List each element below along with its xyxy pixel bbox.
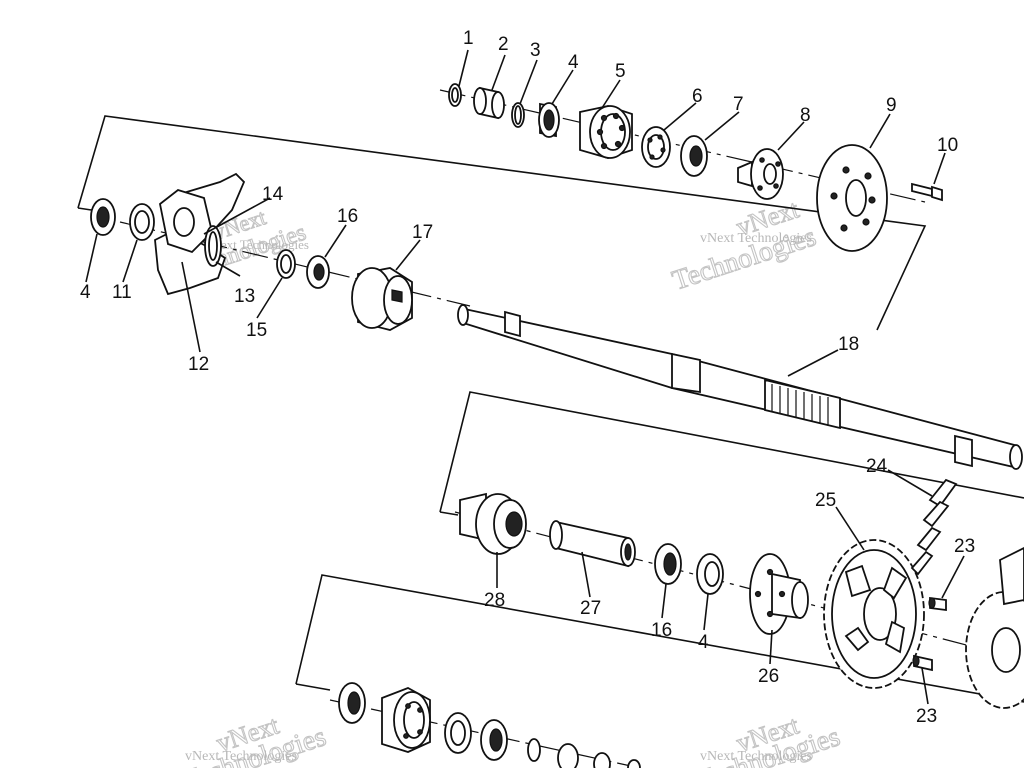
callout-25: 25: [815, 490, 836, 511]
leader-lines: [85, 49, 965, 705]
spacer-tube-27: [549, 520, 636, 568]
bearing-16-middle: [654, 543, 682, 585]
drive-chain-24: [910, 478, 958, 576]
callout-15: 15: [246, 320, 267, 341]
callout-23-lower: 23: [916, 706, 937, 727]
spacer-lower: [557, 743, 641, 768]
callout-4-left: 4: [80, 282, 91, 303]
svg-text:vNext Technologies: vNext Technologies: [700, 231, 812, 246]
bearing-carrier-28: [459, 492, 527, 555]
callout-18: 18: [838, 334, 859, 355]
spacer-2: [473, 86, 505, 120]
callout-24: 24: [866, 456, 888, 477]
svg-text:vNext Technologies: vNext Technologies: [700, 749, 812, 764]
callout-13: 13: [234, 286, 255, 307]
callout-8: 8: [800, 105, 811, 126]
callout-28: 28: [484, 590, 505, 611]
callout-12: 12: [188, 354, 209, 375]
bearing-6: [641, 126, 671, 168]
caliper-14: [159, 189, 213, 254]
bolt-10: [911, 182, 943, 202]
axle-shaft-18: [457, 304, 1023, 470]
bearing-11: [129, 203, 155, 241]
callout-23-upper: 23: [954, 536, 975, 557]
svg-text:vNext Technologies: vNext Technologies: [205, 237, 309, 252]
callout-7: 7: [733, 94, 744, 115]
callout-4-middle: 4: [698, 632, 709, 653]
bearing-carrier-lower: [381, 687, 431, 753]
watermark-bottom-right: vNext Technologies vNext Technologies: [692, 710, 844, 768]
bearing-16-upper: [306, 255, 330, 289]
callout-1: 1: [463, 28, 474, 49]
callout-10: 10: [937, 135, 958, 156]
callout-5: 5: [615, 61, 626, 82]
svg-text:vNext Technologies: vNext Technologies: [185, 749, 297, 764]
rear-sprocket-partial: [965, 546, 1024, 709]
watermark-bottom-left: vNext Technologies vNext Technologies: [178, 710, 330, 768]
callout-labels: 1 2 3 4 5 6 7 8 9 10 4 11 12 13 14 15 16…: [80, 28, 975, 727]
snap-ring-1: [448, 83, 462, 107]
spacer-23-lower: [912, 654, 933, 672]
ring-15: [276, 249, 296, 279]
callout-16-middle: 16: [651, 620, 672, 641]
middle-assembly-frame: [439, 391, 1024, 516]
callout-26: 26: [758, 666, 779, 687]
callout-27: 27: [580, 598, 601, 619]
clip-13: [204, 225, 222, 267]
spacer-23-upper: [928, 596, 947, 612]
seal-4-upper: [538, 102, 560, 138]
callout-4: 4: [568, 52, 579, 73]
lower-assembly-frame: [295, 574, 1024, 703]
seal-4-middle: [696, 553, 724, 595]
callout-14: 14: [262, 184, 284, 205]
bearing-lower: [444, 712, 472, 754]
callout-3: 3: [530, 40, 541, 61]
callout-11: 11: [112, 282, 132, 303]
hub-8: [737, 148, 784, 200]
callout-2: 2: [498, 34, 509, 55]
bearing-carrier-17: [351, 267, 413, 331]
seal-lower-2: [480, 719, 508, 761]
sprocket-25: [823, 539, 925, 689]
sprocket-hub-26: [749, 553, 809, 635]
o-ring-3: [511, 102, 525, 128]
o-ring-lower: [527, 738, 541, 762]
seal-7: [680, 135, 708, 177]
callout-16-upper: 16: [337, 206, 358, 227]
bearing-carrier-5: [579, 105, 633, 159]
callout-9: 9: [886, 95, 897, 116]
seal-4-left: [90, 198, 116, 236]
callout-17: 17: [412, 222, 433, 243]
callout-6: 6: [692, 86, 703, 107]
brake-disc-9: [816, 144, 888, 252]
seal-lower-1: [338, 682, 366, 724]
